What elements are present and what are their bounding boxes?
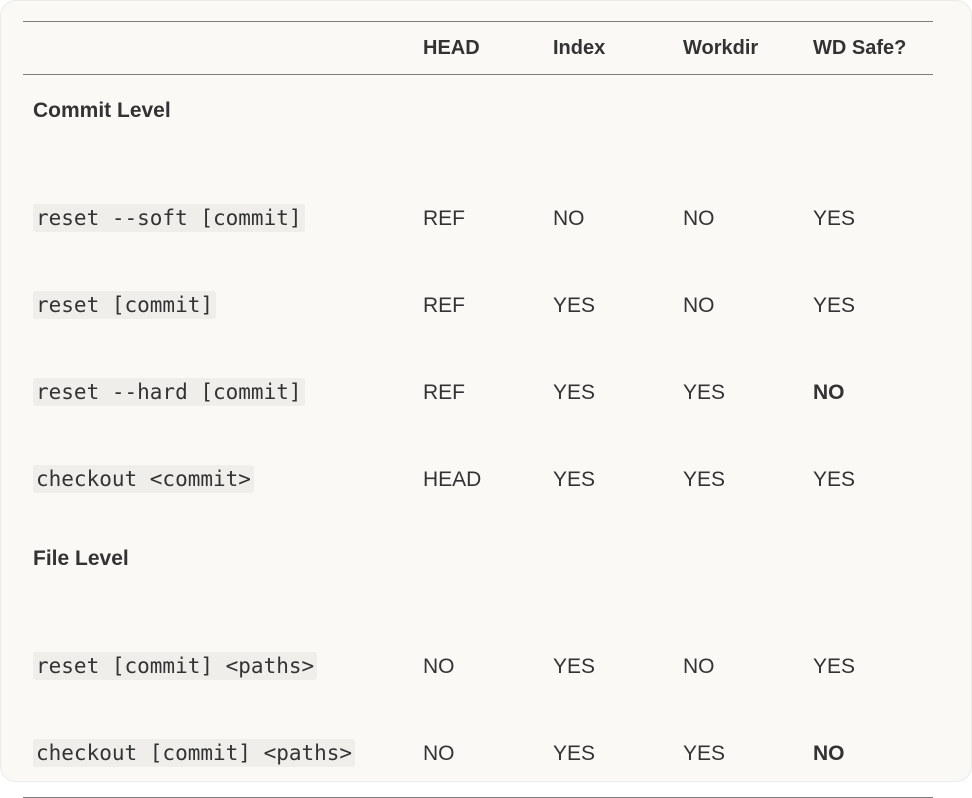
command-code: reset --soft [commit] xyxy=(33,204,305,232)
command-cell: reset [commit] xyxy=(23,262,423,349)
header-index: Index xyxy=(553,36,606,59)
table-row: reset [commit] REF YES NO YES xyxy=(23,262,933,349)
head-cell: REF xyxy=(423,380,465,404)
head-cell: HEAD xyxy=(423,467,482,491)
index-cell: YES xyxy=(553,293,596,317)
workdir-cell: NO xyxy=(683,654,715,678)
head-cell: NO xyxy=(423,741,455,765)
workdir-cell: YES xyxy=(683,741,726,765)
command-code: checkout <commit> xyxy=(33,465,254,493)
command-cell: checkout [commit] <paths> xyxy=(23,710,423,798)
header-command xyxy=(23,22,423,75)
header-head: HEAD xyxy=(423,36,480,59)
index-cell: YES xyxy=(553,741,596,765)
head-cell: NO xyxy=(423,654,455,678)
head-cell: REF xyxy=(423,293,465,317)
index-cell: NO xyxy=(553,206,585,230)
command-code: checkout [commit] <paths> xyxy=(33,739,356,767)
workdir-cell: YES xyxy=(683,380,726,404)
command-code: reset --hard [commit] xyxy=(33,378,305,406)
table-row: reset --hard [commit] REF YES YES NO xyxy=(23,349,933,436)
workdir-cell: NO xyxy=(683,293,715,317)
command-cell: reset --hard [commit] xyxy=(23,349,423,436)
wd-safe-cell: YES xyxy=(813,293,856,317)
command-cell: checkout <commit> xyxy=(23,436,423,523)
command-cell: reset --soft [commit] xyxy=(23,175,423,262)
workdir-cell: YES xyxy=(683,467,726,491)
table-row: reset [commit] <paths> NO YES NO YES xyxy=(23,623,933,710)
table-row: checkout [commit] <paths> NO YES YES NO xyxy=(23,710,933,798)
reset-checkout-table: HEAD Index Workdir WD Safe? Commit Level… xyxy=(23,21,933,798)
table-row: checkout <commit> HEAD YES YES YES xyxy=(23,436,933,523)
index-cell: YES xyxy=(553,467,596,491)
wd-safe-cell: NO xyxy=(813,380,845,404)
wd-safe-cell: YES xyxy=(813,467,856,491)
workdir-cell: NO xyxy=(683,206,715,230)
command-code: reset [commit] xyxy=(33,291,217,319)
index-cell: YES xyxy=(553,654,596,678)
command-code: reset [commit] <paths> xyxy=(33,652,318,680)
section-title-commit-level: Commit Level xyxy=(33,99,171,122)
command-cell: reset [commit] <paths> xyxy=(23,623,423,710)
wd-safe-cell: NO xyxy=(813,741,845,765)
table-row: reset --soft [commit] REF NO NO YES xyxy=(23,175,933,262)
section-row: File Level xyxy=(23,523,933,623)
index-cell: YES xyxy=(553,380,596,404)
header-row: HEAD Index Workdir WD Safe? xyxy=(23,21,933,75)
wd-safe-cell: YES xyxy=(813,654,856,678)
section-row: Commit Level xyxy=(23,75,933,176)
wd-safe-cell: YES xyxy=(813,206,856,230)
header-workdir: Workdir xyxy=(683,36,759,59)
section-title-file-level: File Level xyxy=(33,547,129,570)
header-wd-safe: WD Safe? xyxy=(813,36,907,59)
head-cell: REF xyxy=(423,206,465,230)
